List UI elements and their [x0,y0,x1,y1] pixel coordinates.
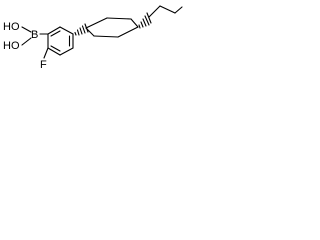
bond [117,26,139,38]
molecule-drawing: B HO HO F [3,5,183,71]
hashed-wedge-2 [138,12,152,29]
structure-diagram: B HO HO F [0,0,183,88]
bond [159,5,176,14]
bond [59,26,74,35]
bond [174,6,183,14]
double-bond [50,45,61,52]
propyl-chain [148,5,183,18]
hydroxyl-lower-label: HO [3,40,20,52]
double-bond [50,30,61,37]
bond [148,5,161,18]
bond-b-oh-lower [21,37,32,46]
boron-label: B [31,29,38,41]
bond-b-oh-upper [21,26,32,33]
bond [85,27,95,37]
benzene-ring [47,26,74,56]
bond [85,17,108,29]
bond [59,47,74,56]
cyclohexane-ring [85,17,139,38]
fluorine-label: F [40,59,47,71]
bond [130,18,139,28]
bond [93,35,119,38]
bond [106,17,132,20]
hydroxyl-upper-label: HO [3,21,20,33]
bond [47,47,61,56]
bond [47,26,61,35]
hashed-wedge-1 [74,23,89,36]
bond-to-fluorine [43,47,49,59]
